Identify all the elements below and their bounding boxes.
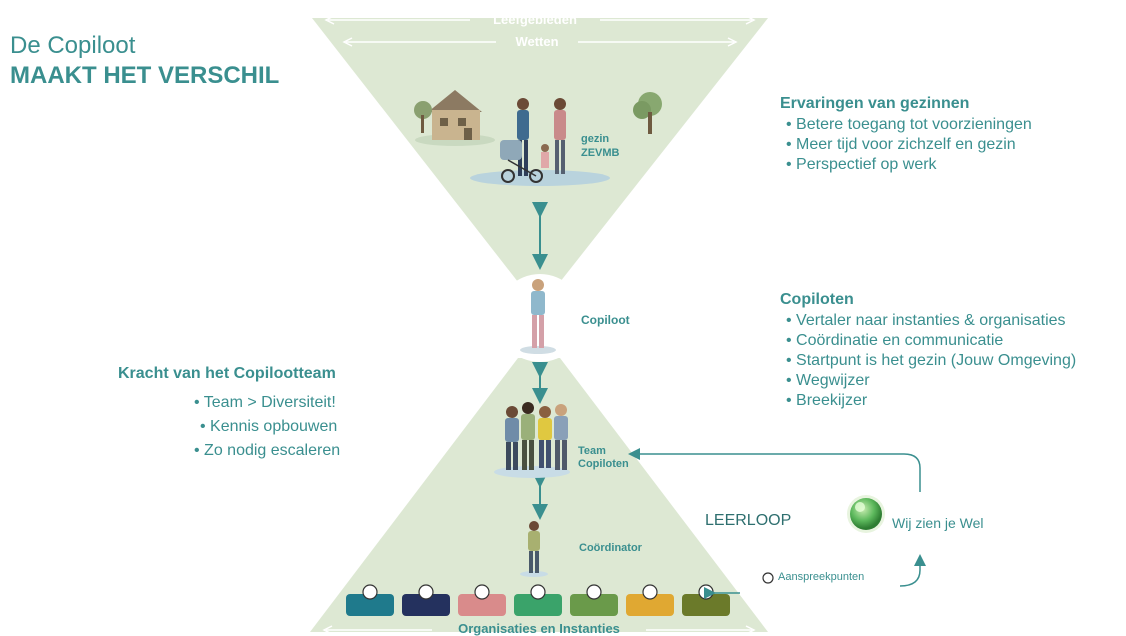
leerloop-loop <box>628 448 926 599</box>
copiloten-item: Wegwijzer <box>786 371 1076 391</box>
aanspreekpunten-icon <box>762 572 774 584</box>
leefgebieden-label: Leefgebieden <box>493 12 577 27</box>
copiloten-section: Copiloten Vertaler naar instanties & org… <box>780 291 1076 411</box>
wij-zien-logo-icon <box>847 495 885 533</box>
ervaringen-item: Meer tijd voor zichzelf en gezin <box>786 135 1032 155</box>
team-label-line1: Team <box>578 445 606 457</box>
house-icon <box>414 90 495 146</box>
ervaringen-list: Betere toegang tot voorzieningen Meer ti… <box>780 115 1032 175</box>
tree-icon <box>633 92 662 134</box>
kracht-heading: Kracht van het Copilootteam <box>118 365 336 382</box>
title-line2: MAAKT HET VERSCHIL <box>10 62 280 89</box>
gezin-label: gezin ZEVMB <box>581 132 620 160</box>
organisaties-label: Organisaties en Instanties <box>458 621 620 636</box>
copiloot-figure <box>520 279 556 354</box>
kracht-list-wrap: Team > Diversiteit! Kennis opbouwen Zo n… <box>194 391 340 463</box>
copiloot-label: Copiloot <box>581 313 630 327</box>
kracht-section: Kracht van het Copilootteam <box>118 365 336 383</box>
org-block-1 <box>346 584 394 616</box>
org-block-3 <box>458 584 506 616</box>
copiloten-list: Vertaler naar instanties & organisaties … <box>780 311 1076 411</box>
org-block-4 <box>514 584 562 616</box>
team-label: Team Copiloten <box>578 445 629 471</box>
organisaties-arrow <box>322 625 756 635</box>
copiloten-item: Vertaler naar instanties & organisaties <box>786 311 1076 331</box>
ervaringen-heading: Ervaringen van gezinnen <box>780 95 970 112</box>
organisation-blocks <box>346 584 730 616</box>
copiloten-item: Coördinatie en communicatie <box>786 331 1076 351</box>
ervaringen-item: Perspectief op werk <box>786 155 1032 175</box>
copiloten-item: Startpunt is het gezin (Jouw Omgeving) <box>786 351 1076 371</box>
leerloop-label: LEERLOOP <box>705 512 792 529</box>
ervaringen-item: Betere toegang tot voorzieningen <box>786 115 1032 135</box>
coordinator-figure <box>520 521 548 577</box>
org-block-6 <box>626 584 674 616</box>
gezin-label-line2: ZEVMB <box>581 147 620 159</box>
title-line1: De Copiloot <box>10 32 136 59</box>
family-illustration <box>470 98 610 186</box>
org-block-5 <box>570 584 618 616</box>
leefgebieden-arrow <box>324 15 756 25</box>
kracht-list: Team > Diversiteit! Kennis opbouwen Zo n… <box>194 391 340 463</box>
org-block-2 <box>402 584 450 616</box>
team-figures <box>494 402 570 478</box>
kracht-item: Zo nodig escaleren <box>194 439 340 463</box>
team-label-line2: Copiloten <box>578 458 629 470</box>
aanspreekpunten-label: Aanspreekpunten <box>778 571 865 583</box>
upper-triangle <box>312 18 768 282</box>
coordinator-label: Coördinator <box>579 542 642 554</box>
wetten-label: Wetten <box>515 34 559 49</box>
gezin-label-line1: gezin <box>581 133 610 145</box>
wij-zien-label: Wij zien je Wel <box>892 515 984 531</box>
ervaringen-section: Ervaringen van gezinnen Betere toegang t… <box>780 95 1032 175</box>
kracht-item: Team > Diversiteit! <box>194 391 340 415</box>
kracht-item: Kennis opbouwen <box>194 415 340 439</box>
copiloten-heading: Copiloten <box>780 291 854 308</box>
wetten-arrow <box>342 37 738 47</box>
copiloten-item: Breekijzer <box>786 391 1076 411</box>
